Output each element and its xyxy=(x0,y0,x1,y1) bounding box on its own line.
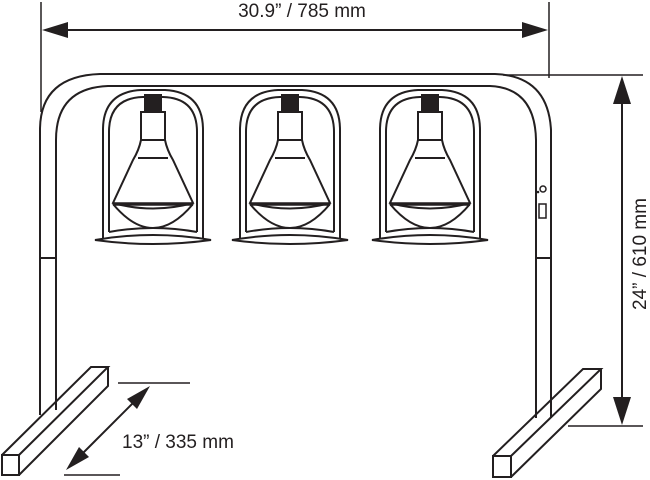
lamp-1 xyxy=(93,88,213,246)
width-label: 30.9” / 785 mm xyxy=(238,1,366,22)
arrow-up-icon xyxy=(613,76,631,104)
lamp-3 xyxy=(370,88,490,246)
left-foot xyxy=(1,366,111,476)
arrow-right-icon xyxy=(522,22,548,38)
lamp-2 xyxy=(230,88,350,246)
height-label: 24” / 610 mm xyxy=(630,198,650,310)
power-switch xyxy=(538,203,547,219)
arrow-down-icon xyxy=(613,397,631,425)
right-foot xyxy=(492,368,604,478)
arrow-left-icon xyxy=(42,22,68,38)
width-dimension: 30.9” / 785 mm xyxy=(40,1,550,112)
arrow-back-icon xyxy=(127,386,150,409)
depth-label: 13” / 335 mm xyxy=(122,432,234,453)
height-dimension: 24” / 610 mm xyxy=(503,74,650,427)
frame xyxy=(39,73,552,418)
indicator-light-icon xyxy=(539,185,547,193)
arrow-front-icon xyxy=(66,447,89,470)
depth-dimension: 13” / 335 mm xyxy=(64,382,234,476)
